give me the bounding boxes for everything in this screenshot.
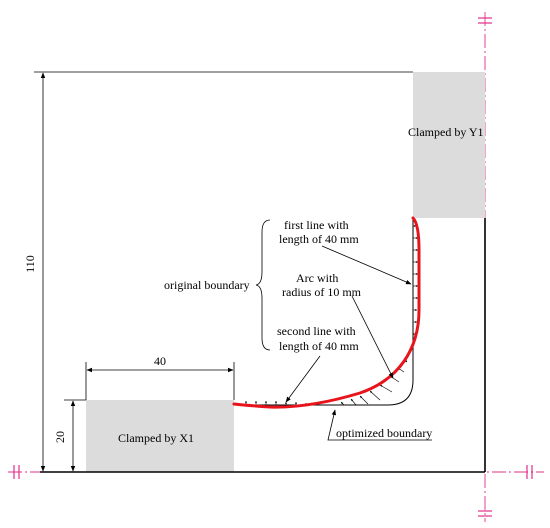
optimized-boundary-leader	[327, 409, 432, 441]
first-line-leader	[321, 245, 412, 285]
optimized-boundary-curve	[232, 216, 421, 409]
second-line-label-2: length of 40 mm	[279, 339, 359, 353]
original-boundary-label: original boundary	[164, 278, 250, 292]
original-boundary-brace	[255, 219, 271, 351]
arc-label-2: radius of 10 mm	[282, 285, 362, 299]
clamped-y1-label: Clamped by Y1	[408, 125, 484, 139]
arc-label-1: Arc with	[296, 271, 338, 285]
displacement-arrows	[245, 225, 419, 406]
centerline-ticks	[13, 17, 533, 517]
first-line-label-2: length of 40 mm	[279, 232, 359, 246]
height-dimension-label: 110	[23, 255, 37, 273]
clamped-x1-label: Clamped by X1	[118, 431, 194, 445]
original-boundary-curve	[234, 218, 414, 406]
arc-leader	[351, 295, 394, 379]
second-line-label-1: second line with	[277, 324, 356, 338]
width-dimension-label: 40	[154, 354, 166, 368]
clamp-y1-region	[413, 72, 485, 218]
clamp-height-label: 20	[53, 431, 67, 443]
second-line-leader	[285, 355, 321, 403]
first-line-label-1: first line with	[284, 218, 349, 232]
optimized-boundary-label: optimized boundary	[336, 426, 432, 440]
clamp-x1-region	[86, 400, 234, 472]
